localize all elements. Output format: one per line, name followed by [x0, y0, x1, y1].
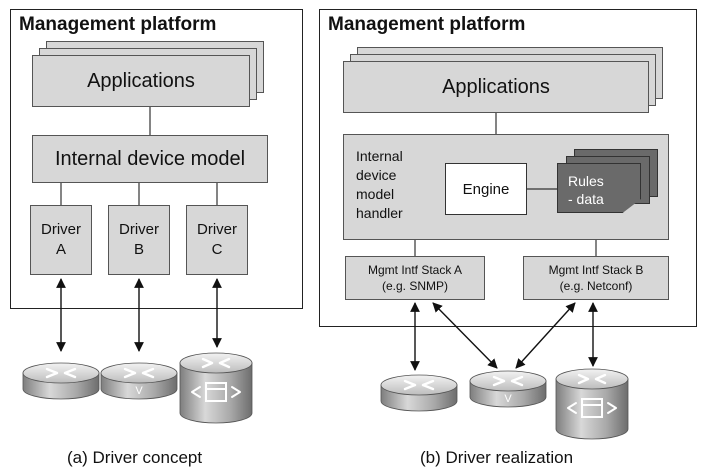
- router-icon: [380, 374, 458, 412]
- left-caption: (a) Driver concept: [67, 448, 203, 467]
- voice-router-icon: V: [100, 362, 178, 400]
- multilayer-switch-icon: [555, 368, 629, 440]
- right-caption: (b) Driver realization: [420, 448, 574, 467]
- driver-c-label: Driver C: [197, 221, 237, 258]
- right-double-arrows: [410, 302, 598, 371]
- left-platform-title: Management platform: [19, 14, 217, 35]
- rules-data-box: Rules - data: [557, 163, 641, 213]
- rules-label: Rules - data: [568, 173, 604, 207]
- driver-c-box: Driver C: [186, 205, 248, 275]
- svg-text:V: V: [504, 393, 512, 405]
- mgmt-intf-stack-b-label: Mgmt Intf Stack B (e.g. Netconf): [548, 263, 644, 293]
- driver-a-box: Driver A: [30, 205, 92, 275]
- mgmt-intf-stack-b: Mgmt Intf Stack B (e.g. Netconf): [523, 256, 669, 300]
- left-connectors: [60, 107, 218, 205]
- right-applications-label: Applications: [442, 75, 550, 98]
- right-connectors: [414, 113, 597, 256]
- right-applications-box: Applications: [343, 61, 649, 113]
- svg-text:V: V: [135, 385, 143, 397]
- router-icon: [22, 362, 100, 400]
- driver-b-label: Driver B: [119, 221, 159, 258]
- driver-b-box: Driver B: [108, 205, 170, 275]
- engine-box: Engine: [445, 163, 527, 215]
- left-internal-device-model-label: Internal device model: [54, 147, 246, 170]
- mgmt-intf-stack-a-label: Mgmt Intf Stack A (e.g. SNMP): [367, 263, 463, 293]
- left-double-arrows: [56, 278, 222, 352]
- left-applications-box: Applications: [32, 55, 250, 107]
- right-platform-title: Management platform: [328, 14, 526, 35]
- left-applications-label: Applications: [87, 69, 195, 92]
- engine-label: Engine: [462, 180, 510, 198]
- handler-label: Internal device model handler: [356, 148, 403, 221]
- multilayer-switch-icon: [179, 352, 253, 424]
- driver-a-label: Driver A: [41, 221, 81, 258]
- mgmt-intf-stack-a: Mgmt Intf Stack A (e.g. SNMP): [345, 256, 485, 300]
- voice-router-icon: V: [469, 370, 547, 408]
- left-internal-device-model: Internal device model: [32, 135, 268, 183]
